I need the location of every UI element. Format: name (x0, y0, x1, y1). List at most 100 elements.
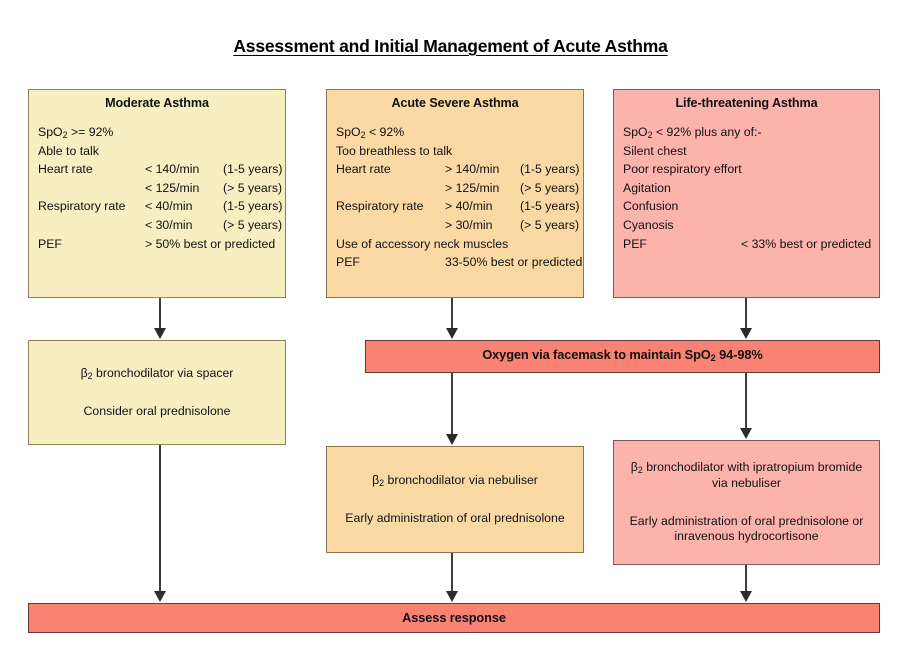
criteria-value: < 33% best or predicted (741, 236, 872, 251)
treatment-box-life-threatening: β2 bronchodilator with ipratropium bromi… (613, 440, 880, 565)
criteria-value: < 40/min (145, 199, 193, 214)
treatment-box-moderate: β2 bronchodilator via spacer Consider or… (28, 340, 286, 445)
page-title: Assessment and Initial Management of Acu… (0, 36, 901, 57)
criteria-note: (> 5 years) (520, 180, 580, 195)
criteria-note: (> 5 years) (223, 217, 283, 232)
criteria-note: (1-5 years) (520, 199, 580, 214)
connector-line-severe-to-oxygen (451, 298, 453, 332)
criteria-label: PEF (336, 255, 360, 270)
criteria-row: < 125/min (> 5 years) (38, 180, 283, 201)
assess-response-label: Assess response (402, 609, 506, 625)
criteria-note: (> 5 years) (520, 217, 580, 232)
criteria-note: (1-5 years) (223, 162, 283, 177)
criteria-label: Heart rate (336, 162, 391, 177)
treatment-line-1: β2 bronchodilator via nebuliser (372, 472, 538, 488)
page-title-text: Assessment and Initial Management of Acu… (233, 36, 668, 56)
connector-arrow-severe-to-assess (446, 591, 458, 602)
criteria-row: PEF < 33% best or predicted (623, 236, 873, 257)
criteria-note: (1-5 years) (520, 162, 580, 177)
criteria-value: < 30/min (145, 217, 193, 232)
connector-line-oxygen-to-life-threatening-treatment (745, 373, 747, 431)
connector-arrow-oxygen-to-severe-treatment (446, 434, 458, 445)
criteria-list-moderate: SpO2 >= 92% Able to talk Heart rate < 14… (38, 126, 283, 257)
connector-line-life-threatening-to-oxygen (745, 298, 747, 332)
treatment-line-1: β2 bronchodilator with ipratropium bromi… (630, 460, 863, 491)
criteria-row: SpO2 < 92% (336, 126, 577, 145)
criteria-row: Confusion (623, 200, 873, 219)
criteria-list-life-threatening: SpO2 < 92% plus any of:- Silent chest Po… (623, 126, 873, 256)
treatment-line-1b: via nebuliser (711, 476, 782, 491)
criteria-box-severe: Acute Severe Asthma SpO2 < 92% Too breat… (326, 89, 584, 298)
criteria-label: Able to talk (38, 143, 99, 158)
connector-line-moderate-to-treatment (159, 298, 161, 332)
connector-arrow-severe-to-oxygen (446, 328, 458, 339)
criteria-label: SpO2 < 92% plus any of:- (623, 125, 762, 140)
criteria-row: Respiratory rate < 40/min (1-5 years) (38, 199, 283, 219)
treatment-line-2: Early administration of oral prednisolon… (629, 513, 864, 544)
criteria-row: Heart rate > 140/min (1-5 years) (336, 162, 580, 182)
treatment-line-1-rest: bronchodilator with ipratropium bromide (642, 460, 863, 475)
criteria-label: PEF (623, 236, 647, 251)
criteria-label: Respiratory rate (38, 199, 126, 214)
criteria-label: Use of accessory neck muscles (336, 236, 509, 251)
criteria-box-moderate: Moderate Asthma SpO2 >= 92% Able to talk… (28, 89, 286, 298)
criteria-heading-severe: Acute Severe Asthma (391, 96, 519, 110)
criteria-row: SpO2 < 92% plus any of:- (623, 126, 873, 145)
criteria-label: Agitation (623, 180, 671, 195)
connector-arrow-life-threatening-to-assess (740, 591, 752, 602)
criteria-row: PEF > 50% best or predicted (38, 236, 279, 257)
criteria-label: Confusion (623, 199, 679, 214)
connector-arrow-moderate-to-assess (154, 591, 166, 602)
criteria-label: PEF (38, 236, 62, 251)
criteria-value: < 140/min (145, 162, 200, 177)
criteria-row: Poor respiratory effort (623, 163, 873, 182)
criteria-value: > 40/min (445, 199, 493, 214)
criteria-row: Silent chest (623, 144, 873, 164)
criteria-value: > 140/min (445, 162, 500, 177)
treatment-line-2b: inravenous hydrocortisone (674, 529, 819, 544)
criteria-row: Respiratory rate > 40/min (1-5 years) (336, 199, 580, 219)
criteria-row: Use of accessory neck muscles (336, 236, 577, 257)
connector-line-life-threatening-to-assess (745, 565, 747, 595)
criteria-heading-moderate: Moderate Asthma (105, 96, 209, 110)
criteria-note: (> 5 years) (223, 180, 283, 195)
criteria-row: SpO2 >= 92% (38, 126, 279, 145)
criteria-label: Cyanosis (623, 217, 674, 232)
criteria-row: < 30/min (> 5 years) (38, 217, 283, 238)
connector-arrow-moderate-to-treatment (154, 328, 166, 339)
criteria-row: Cyanosis (623, 219, 873, 238)
oxygen-bar-label: Oxygen via facemask to maintain SpO2 94-… (482, 347, 763, 364)
assess-response-bar: Assess response (28, 603, 880, 633)
treatment-line-2: Early administration of oral prednisolon… (345, 510, 565, 525)
connector-line-oxygen-to-severe-treatment (451, 373, 453, 437)
criteria-label: Too breathless to talk (336, 143, 453, 158)
criteria-label: Respiratory rate (336, 199, 424, 214)
connector-arrow-life-threatening-to-oxygen (740, 328, 752, 339)
criteria-row: Agitation (623, 180, 873, 201)
treatment-line-1-rest: bronchodilator via spacer (92, 365, 234, 380)
criteria-label: SpO2 >= 92% (38, 125, 114, 140)
criteria-heading-life-threatening: Life-threatening Asthma (675, 96, 818, 110)
treatment-box-severe: β2 bronchodilator via nebuliser Early ad… (326, 446, 584, 553)
criteria-value: > 30/min (445, 217, 493, 232)
criteria-row: Too breathless to talk (336, 143, 577, 164)
oxygen-action-bar: Oxygen via facemask to maintain SpO2 94-… (365, 340, 880, 373)
connector-line-severe-to-assess (451, 553, 453, 595)
criteria-row: Heart rate < 140/min (1-5 years) (38, 162, 283, 182)
treatment-line-1-rest: bronchodilator via nebuliser (384, 472, 538, 487)
criteria-row: > 125/min (> 5 years) (336, 180, 580, 201)
criteria-list-severe: SpO2 < 92% Too breathless to talk Heart … (336, 126, 582, 275)
connector-line-moderate-to-assess (159, 445, 161, 595)
criteria-box-life-threatening: Life-threatening Asthma SpO2 < 92% plus … (613, 89, 880, 298)
criteria-note: (1-5 years) (223, 199, 283, 214)
treatment-line-2: Consider oral prednisolone (83, 403, 231, 418)
criteria-label: Heart rate (38, 162, 93, 177)
criteria-value: < 125/min (145, 180, 200, 195)
treatment-line-1: β2 bronchodilator via spacer (80, 365, 234, 381)
criteria-value: 33-50% best or predicted (445, 255, 583, 270)
criteria-label: Poor respiratory effort (623, 162, 742, 177)
criteria-row: PEF 33-50% best or predicted (336, 255, 582, 275)
criteria-value: > 50% best or predicted (145, 236, 276, 251)
criteria-value: > 125/min (445, 180, 500, 195)
